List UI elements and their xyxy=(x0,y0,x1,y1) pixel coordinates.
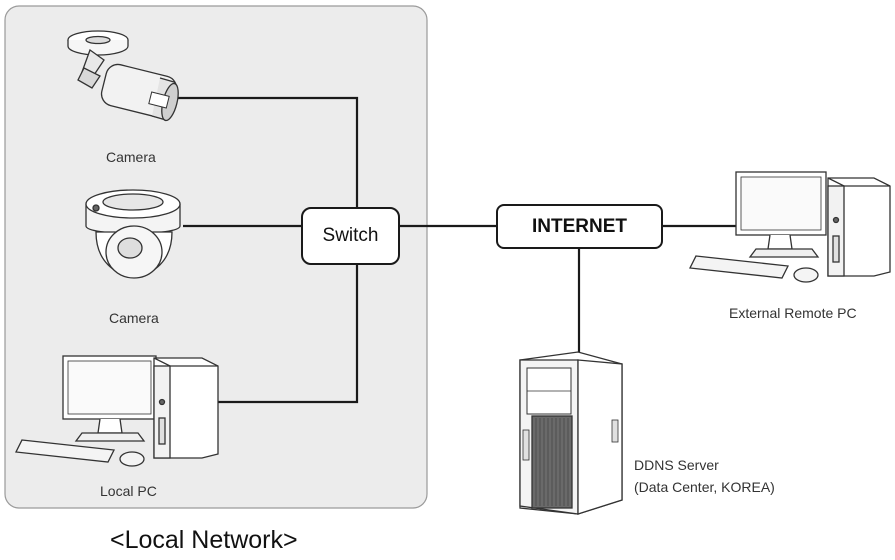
bullet-camera-label: Camera xyxy=(106,149,156,165)
external-pc-icon xyxy=(689,171,891,283)
dome-camera-label: Camera xyxy=(109,310,159,326)
bullet-camera-icon xyxy=(67,30,179,122)
switch-label: Switch xyxy=(322,225,379,246)
ddns-server-label: DDNS Server xyxy=(634,457,719,473)
local-pc-label: Local PC xyxy=(100,483,157,499)
ddns-server-icon xyxy=(519,351,623,515)
connection-lines xyxy=(178,96,738,404)
local-network-caption: <Local Network> xyxy=(110,526,298,554)
external-pc-label: External Remote PC xyxy=(729,305,857,321)
internet-node xyxy=(496,204,663,249)
link-local-pc xyxy=(218,265,359,404)
local-pc-icon xyxy=(15,355,219,467)
dome-camera-icon xyxy=(85,189,181,279)
ddns-location-label: (Data Center, KOREA) xyxy=(634,479,775,495)
internet-label: INTERNET xyxy=(532,215,627,237)
link-bullet-camera xyxy=(178,96,359,208)
switch-node xyxy=(301,207,400,265)
